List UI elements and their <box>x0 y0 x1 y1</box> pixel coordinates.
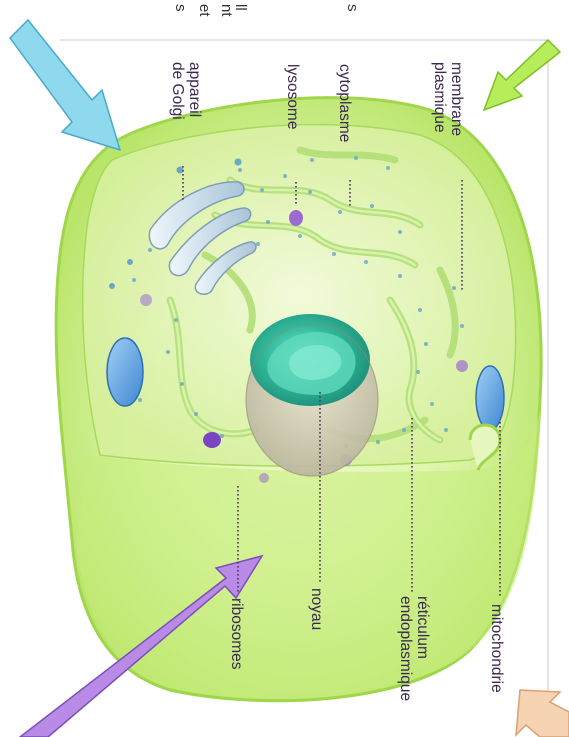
cell <box>56 98 541 701</box>
label-line: réticulum <box>414 596 431 659</box>
label-reticulum-endoplasmique: réticulum endoplasmique <box>397 596 431 701</box>
text-fragment: et <box>196 4 213 17</box>
label-membrane-plasmique: membrane plasmique <box>431 62 465 136</box>
label-cytoplasme: cytoplasme <box>336 64 353 142</box>
label-line: membrane <box>448 62 465 136</box>
label-ribosomes: ribosomes <box>228 598 245 670</box>
peach-arrow <box>516 690 569 737</box>
text-fragment: s <box>344 4 361 12</box>
label-noyau: noyau <box>308 588 325 630</box>
label-mitochondrie: mitochondrie <box>488 604 505 693</box>
label-line: appareil <box>186 62 203 117</box>
label-line: endoplasmique <box>397 596 414 701</box>
text-fragments: s ll nt et s <box>172 4 361 17</box>
label-lysosome: lysosome <box>284 64 301 129</box>
text-fragment: nt <box>218 4 235 17</box>
nucleus <box>246 314 378 476</box>
green-arrow <box>484 40 560 110</box>
label-line: de Golgi <box>169 62 186 120</box>
label-line: plasmique <box>431 62 448 133</box>
label-appareil-de-golgi: appareil de Golgi <box>169 62 203 120</box>
text-fragment: s <box>172 4 189 12</box>
